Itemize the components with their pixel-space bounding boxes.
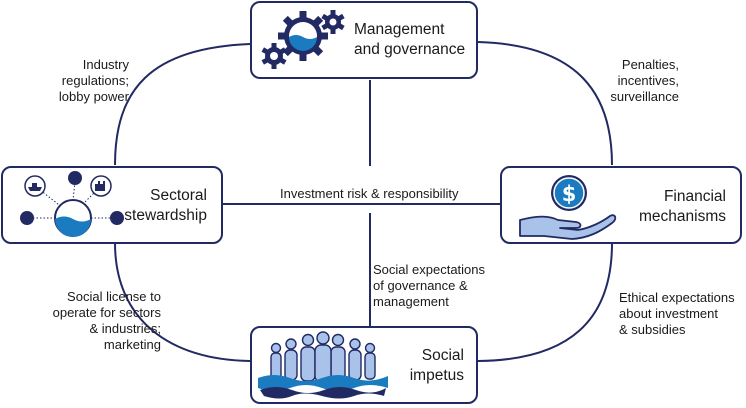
edge-label-financial-social: Ethical expectations about investment & … [619, 290, 735, 337]
arc-bottom-left [114, 242, 251, 362]
arc-bottom-right [477, 242, 613, 362]
people-waves-icon [258, 331, 388, 399]
node-social-title: Social impetus [409, 347, 464, 384]
node-management: Management and governance [250, 1, 478, 79]
gears-water-icon [261, 10, 345, 69]
edge-label-sectoral-social: Social license to operate for sectors & … [52, 289, 161, 352]
hand-dollar-icon: $ [519, 175, 617, 240]
edge-label-management-sectoral: Industry regulations; lobby power [58, 57, 129, 104]
edge-label-horizontal: Investment risk & responsibility [280, 186, 459, 201]
arc-top-left [114, 43, 251, 166]
node-financial: $ Financial mechanisms [500, 166, 742, 244]
edge-label-management-financial: Penalties, incentives, surveillance [610, 57, 679, 104]
node-sectoral-title: Sectoral stewardship [124, 187, 207, 224]
node-financial-title: Financial mechanisms [639, 188, 726, 225]
svg-text:$: $ [562, 182, 577, 206]
sector-network-icon [20, 171, 124, 237]
node-management-title: Management and governance [354, 21, 466, 58]
node-social: Social impetus [250, 326, 478, 404]
edge-label-vertical: Social expectations of governance & mana… [373, 262, 486, 309]
arc-top-right [477, 41, 613, 166]
node-sectoral: Sectoral stewardship [1, 166, 223, 244]
